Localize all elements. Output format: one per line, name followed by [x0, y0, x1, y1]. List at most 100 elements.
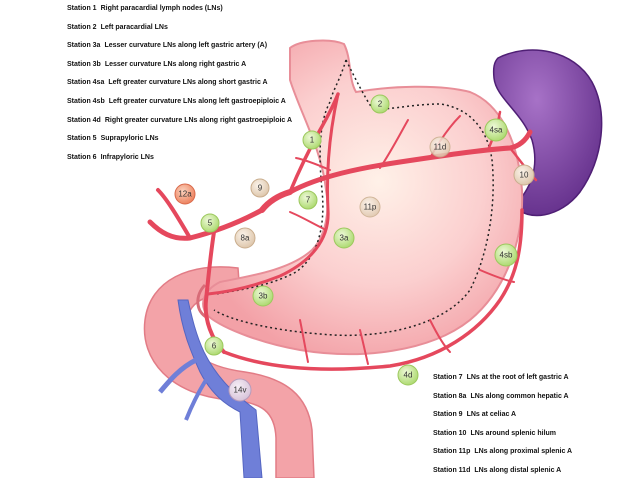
- station-id: Station 6: [67, 153, 97, 161]
- node-5: 5: [200, 213, 220, 233]
- node-11d: 11d: [429, 136, 451, 158]
- node-1: 1: [302, 130, 322, 150]
- svg-text:10: 10: [520, 171, 529, 180]
- station-id: Station 10: [433, 429, 467, 437]
- svg-text:1: 1: [310, 136, 315, 145]
- station-desc: Left greater curvature LNs along short g…: [108, 79, 268, 87]
- station-desc: Left paracardial LNs: [100, 23, 168, 31]
- station-id: Station 11p: [433, 448, 471, 456]
- gastric-branch: [299, 319, 309, 363]
- station-desc: LNs along common hepatic A: [470, 392, 569, 400]
- svg-text:11d: 11d: [434, 143, 447, 152]
- svg-text:4sb: 4sb: [500, 251, 513, 260]
- station-desc: Right greater curvature LNs along right …: [104, 116, 293, 124]
- node-14v: 14v: [228, 378, 252, 402]
- lesser-curvature-artery: [206, 92, 340, 296]
- station-desc: LNs around splenic hilum: [470, 429, 557, 437]
- station-desc: LNs at celiac A: [466, 411, 517, 419]
- celiac-trunk: [259, 189, 293, 213]
- hepatic-artery-branch: [156, 188, 192, 240]
- portal-vein: [177, 299, 263, 478]
- station-id: Station 1: [67, 5, 97, 12]
- node-4d: 4d: [397, 364, 419, 386]
- station-id: Station 5: [67, 135, 97, 143]
- gastric-branch: [289, 211, 327, 231]
- node-3b: 3b: [252, 285, 274, 307]
- station-desc: Right paracardial lymph nodes (LNs): [100, 5, 223, 12]
- station-id: Station 4sb: [67, 97, 105, 105]
- svg-text:9: 9: [258, 184, 263, 193]
- left-gastric-artery: [288, 92, 340, 194]
- node-9: 9: [250, 178, 270, 198]
- vein-branch: [158, 357, 198, 394]
- station-desc: Infrapyloric LNs: [100, 153, 154, 161]
- svg-text:2: 2: [378, 100, 383, 109]
- node-6: 6: [204, 336, 224, 356]
- station-desc: Left greater curvature LNs along left ga…: [108, 97, 286, 105]
- station-desc: LNs at the root of left gastric A: [466, 374, 569, 381]
- svg-text:6: 6: [212, 342, 217, 351]
- node-4sb: 4sb: [494, 243, 518, 267]
- station-id: Station 8a: [433, 392, 467, 400]
- station-desc: LNs along proximal splenic A: [474, 448, 573, 456]
- station-id: Station 9: [433, 411, 463, 419]
- svg-text:8a: 8a: [241, 234, 250, 243]
- node-11p: 11p: [359, 196, 381, 218]
- gastric-branch: [379, 119, 409, 169]
- node-8a: 8a: [234, 227, 256, 249]
- station-id: Station 3a: [67, 42, 101, 50]
- svg-text:12a: 12a: [178, 190, 192, 199]
- vein-branch: [184, 378, 208, 421]
- node-10: 10: [513, 164, 535, 186]
- svg-text:11p: 11p: [364, 203, 377, 212]
- station-desc: Lesser curvature LNs along right gastric…: [104, 60, 247, 68]
- station-desc: LNs along distal splenic A: [474, 466, 562, 474]
- node-3a: 3a: [333, 227, 355, 249]
- spleen: [492, 49, 603, 217]
- node-7: 7: [298, 190, 318, 210]
- station-id: Station 4d: [67, 116, 101, 124]
- svg-text:3b: 3b: [259, 292, 268, 301]
- svg-text:4sa: 4sa: [490, 126, 503, 135]
- svg-text:7: 7: [306, 196, 311, 205]
- svg-text:14v: 14v: [234, 386, 247, 395]
- gastric-branch: [359, 329, 369, 365]
- gastric-branch: [479, 269, 515, 283]
- node-2: 2: [370, 94, 390, 114]
- node-12a: 12a: [174, 183, 196, 205]
- node-4sa: 4sa: [484, 118, 508, 142]
- svg-text:5: 5: [208, 219, 213, 228]
- stomach: [202, 39, 524, 356]
- gastric-branch: [295, 157, 331, 171]
- station-id: Station 11d: [433, 466, 471, 474]
- gastric-branch: [429, 319, 451, 353]
- station-id: Station 7: [433, 374, 463, 381]
- svg-text:3a: 3a: [340, 234, 349, 243]
- station-id: Station 2: [67, 23, 97, 31]
- station-id: Station 3b: [67, 60, 101, 68]
- svg-text:4d: 4d: [404, 371, 413, 380]
- lymph-nodes: 1 2 3a 3b 4sa 4sb 4d 5 6 7 8a 9 10 11p 1…: [174, 94, 535, 402]
- station-desc: Suprapyloric LNs: [100, 135, 159, 143]
- right-gastroepiploic-artery: [222, 208, 524, 371]
- station-desc: Lesser curvature LNs along left gastric …: [104, 42, 268, 50]
- station-id: Station 4sa: [67, 79, 105, 87]
